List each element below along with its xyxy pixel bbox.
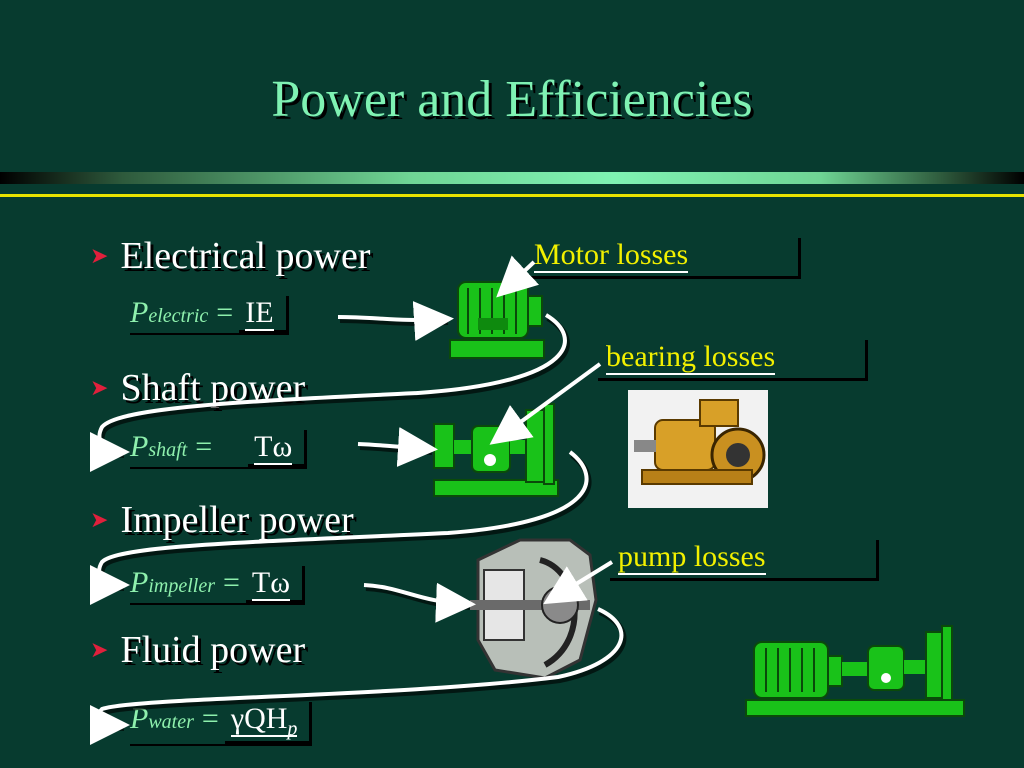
bullet-fluid-power: ➤ Fluid power <box>90 628 305 672</box>
bullet-arrow-icon: ➤ <box>90 637 109 662</box>
arrow-bearing-losses <box>489 362 602 445</box>
equals-sign: = <box>222 566 240 599</box>
motor-pump-unit-icon <box>745 625 965 717</box>
title-divider-line <box>0 194 1024 197</box>
value-subscript: p <box>287 718 298 740</box>
bullet-label: Fluid power <box>120 629 306 671</box>
gamma-symbol: γ <box>230 702 245 737</box>
formula-value-shaft: Tω <box>248 430 308 467</box>
bullet-label: Electrical power <box>120 235 371 277</box>
power-symbol: P <box>130 566 149 599</box>
formula-value-electric: IE <box>239 296 289 333</box>
arrow-to-bearing <box>357 427 438 467</box>
arrow-to-pump <box>363 582 476 623</box>
label-pump-losses: pump losses <box>610 540 879 581</box>
value-main: QH <box>244 702 288 737</box>
loss-text: Motor losses <box>534 238 689 273</box>
pump-cross-section-icon <box>470 538 598 680</box>
bullet-electrical-power: ➤ Electrical power <box>90 234 370 278</box>
power-subscript: water <box>148 711 194 733</box>
power-symbol: P <box>130 430 149 463</box>
value-text: γQHp <box>230 702 298 740</box>
bullet-arrow-icon: ➤ <box>90 375 109 400</box>
power-subscript: electric <box>148 305 209 327</box>
arrow-to-motor <box>337 301 454 341</box>
label-bearing-losses: bearing losses <box>598 340 869 381</box>
formula-value-water: γQHp <box>224 702 313 744</box>
formula-value-impeller: Tω <box>245 566 305 603</box>
bullet-arrow-icon: ➤ <box>90 243 109 268</box>
power-subscript: shaft <box>148 439 188 461</box>
bullet-shaft-power: ➤ Shaft power <box>90 366 305 410</box>
equals-sign: = <box>201 702 219 735</box>
loss-text: bearing losses <box>606 340 776 375</box>
equals-sign: = <box>216 296 234 329</box>
title-divider-band <box>0 172 1024 184</box>
bullet-label: Shaft power <box>120 367 306 409</box>
value-text: IE <box>245 296 274 331</box>
slide-title: Power and Efficiencies <box>271 71 753 128</box>
value-text: Tω <box>251 566 290 601</box>
power-subscript: impeller <box>148 575 215 597</box>
pump-photo-image <box>628 390 768 508</box>
bearing-assembly-icon <box>433 403 559 497</box>
bullet-arrow-icon: ➤ <box>90 507 109 532</box>
bullet-label: Impeller power <box>120 499 354 541</box>
label-motor-losses: Motor losses <box>526 238 802 279</box>
motor-icon <box>449 281 545 359</box>
bullet-impeller-power: ➤ Impeller power <box>90 498 354 542</box>
loss-text: pump losses <box>618 540 766 575</box>
equals-sign: = <box>195 430 213 463</box>
power-symbol: P <box>130 296 149 329</box>
value-text: Tω <box>254 430 293 465</box>
arrow-pump-losses <box>543 560 614 605</box>
power-symbol: P <box>130 702 149 735</box>
